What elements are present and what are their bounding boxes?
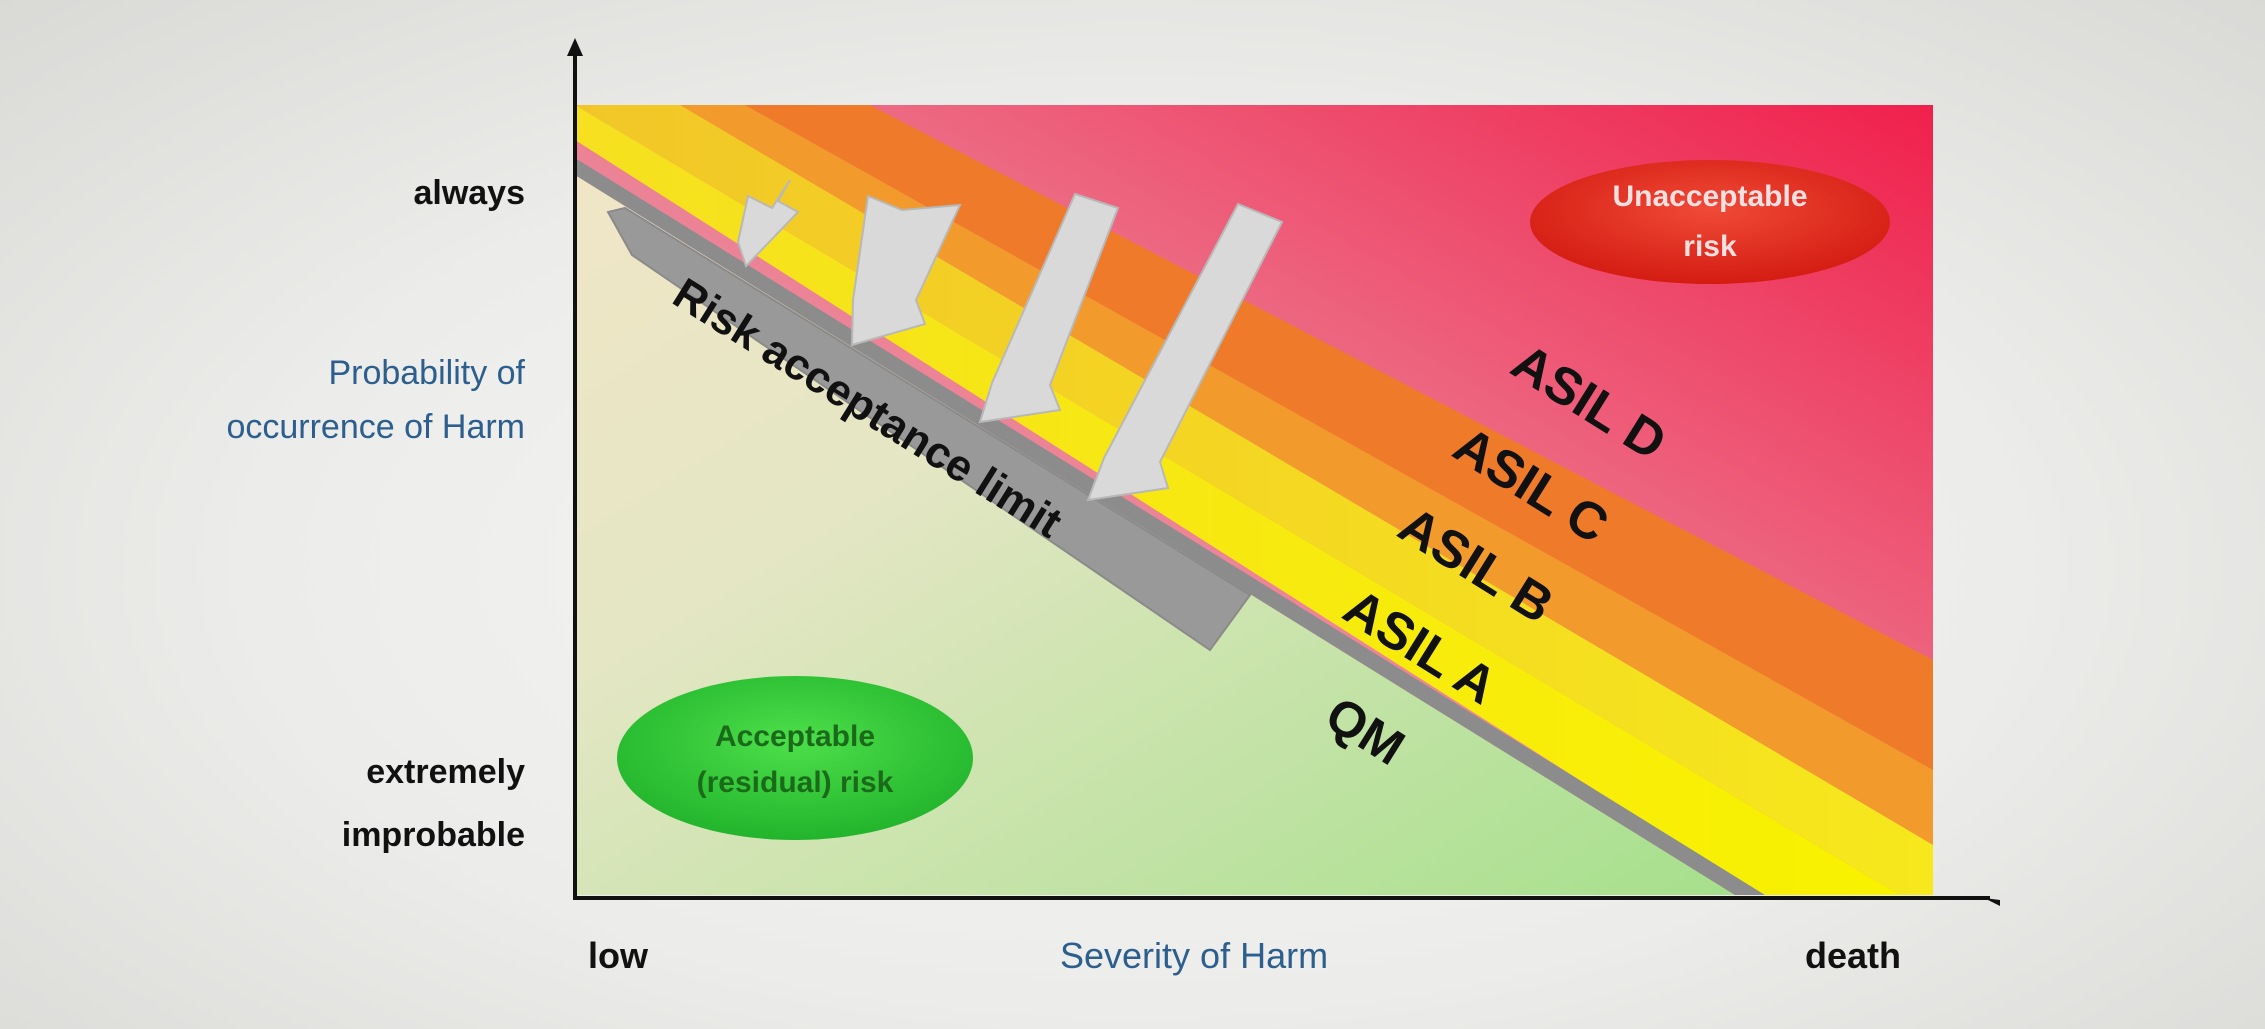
y-axis-title-line1: Probability of: [328, 354, 525, 392]
y-axis-top-label: always: [413, 174, 525, 212]
arrow-4: [1086, 202, 1284, 502]
unacceptable-risk-label-line2: risk: [1683, 230, 1737, 263]
arrow-3: [978, 192, 1120, 424]
x-axis-title: Severity of Harm: [1060, 935, 1329, 976]
y-axis-bottom-label-line2: improbable: [341, 816, 525, 854]
unacceptable-risk-ellipse: [1530, 160, 1890, 284]
arrow-1: [736, 179, 800, 268]
x-axis-right-label: death: [1805, 935, 1902, 976]
qm-line: [575, 158, 1765, 895]
unacceptable-risk-label-line1: Unacceptable: [1612, 180, 1807, 213]
x-axis-arrowhead: [1984, 898, 2000, 906]
risk-acceptance-limit-bar: [606, 206, 1252, 652]
y-axis-title-line2: occurrence of Harm: [226, 408, 525, 446]
arrow-2: [850, 194, 962, 347]
y-axis-arrowhead: [567, 38, 583, 56]
axes: [567, 38, 2000, 906]
acceptable-risk-label-line2: (residual) risk: [697, 766, 894, 799]
acceptable-risk-ellipse: [617, 676, 973, 840]
acceptable-risk-label-line1: Acceptable: [715, 720, 875, 753]
x-axis-left-label: low: [588, 935, 648, 976]
y-axis-bottom-label-line1: extremely: [366, 753, 525, 791]
reduction-arrows: [736, 179, 1284, 502]
